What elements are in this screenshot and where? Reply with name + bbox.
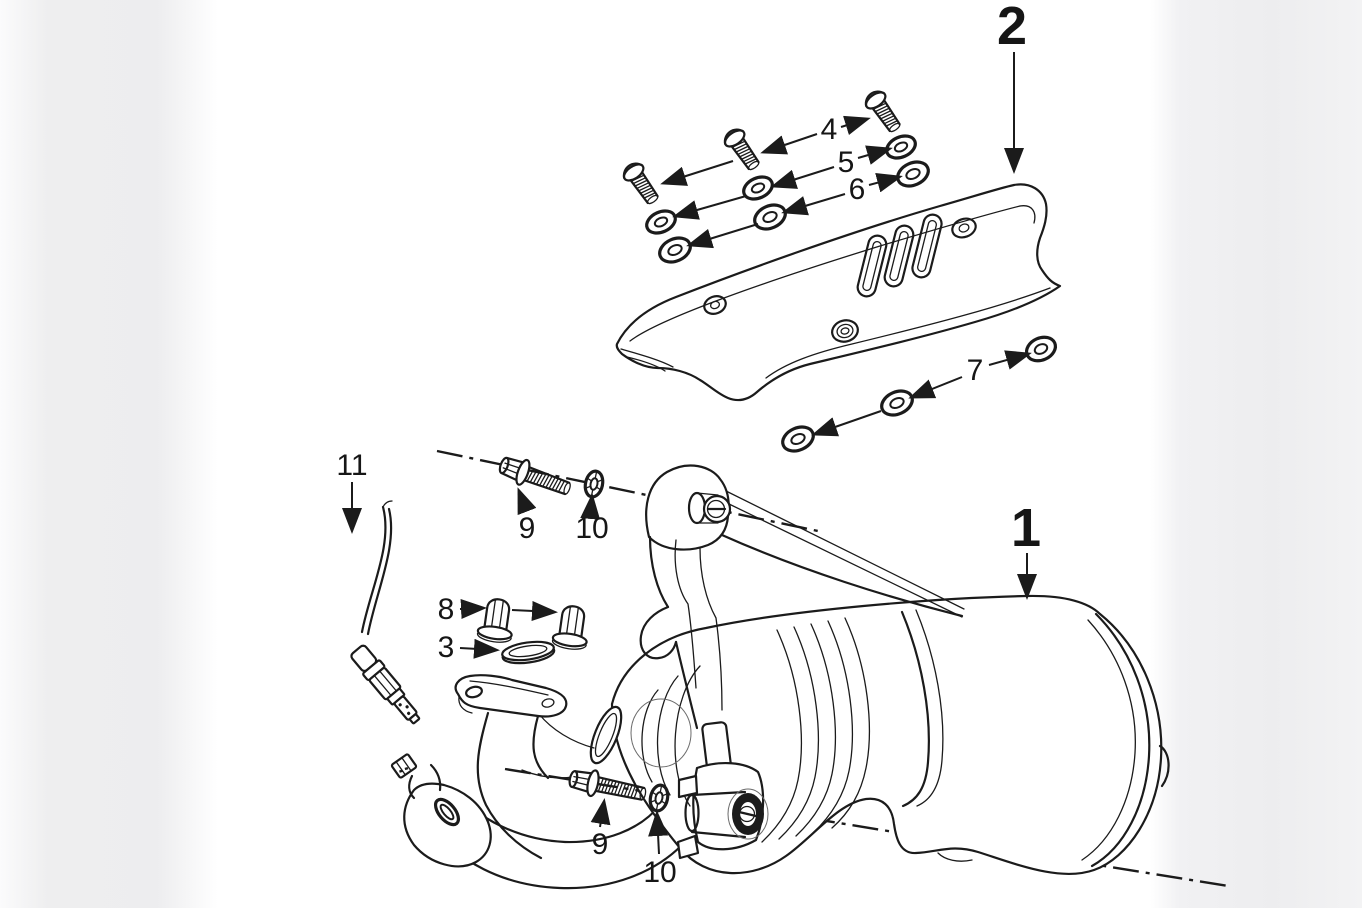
callout-8: 8 <box>437 593 455 626</box>
vent-slot <box>883 224 915 288</box>
callout-10-upper: 10 <box>575 512 609 545</box>
mounting-bracket <box>639 464 965 860</box>
shield-hole <box>703 295 727 315</box>
bolt-upper <box>498 456 571 496</box>
shield-washers <box>645 134 1058 453</box>
bolt-lower <box>568 769 647 801</box>
callout-3: 3 <box>437 631 455 664</box>
exhaust-port-piece <box>390 753 492 868</box>
rubber-caps <box>476 598 588 665</box>
heat-shield <box>615 183 1062 402</box>
rubber-cap <box>476 598 513 643</box>
callout-5: 5 <box>837 146 855 179</box>
exhaust-flange <box>454 674 568 718</box>
inlet-collar <box>589 705 623 765</box>
callout-9-lower: 9 <box>591 828 609 861</box>
port-body <box>403 782 492 868</box>
callout-10-lower: 10 <box>643 856 677 889</box>
bracket-upper-lug <box>645 464 730 551</box>
upper-bushing <box>687 491 732 525</box>
callout-7: 7 <box>966 354 984 387</box>
lower-bushing <box>684 788 769 840</box>
screw <box>622 162 659 205</box>
centerline-lower <box>504 767 1229 888</box>
screw <box>864 90 901 133</box>
callout-11: 11 <box>336 449 368 482</box>
callout-9-upper: 9 <box>518 512 536 545</box>
shield-hole <box>951 217 977 239</box>
callout-4: 4 <box>820 113 838 146</box>
toothed-washer-upper <box>583 469 605 499</box>
vent-slot <box>911 213 943 279</box>
callout-arrows <box>342 52 1037 855</box>
screw <box>723 128 760 171</box>
gasket <box>501 640 556 665</box>
callout-1: 1 <box>1010 498 1042 558</box>
vent-slot <box>856 234 888 298</box>
callout-2: 2 <box>996 0 1028 56</box>
shield-hole <box>831 319 859 343</box>
callout-6: 6 <box>848 173 866 206</box>
rubber-cap <box>551 605 588 650</box>
header-pipe <box>454 674 568 860</box>
shield-screws <box>622 90 901 205</box>
port-opening <box>433 797 461 827</box>
oxygen-sensor <box>350 500 421 725</box>
muffler-assembly <box>428 594 1170 890</box>
